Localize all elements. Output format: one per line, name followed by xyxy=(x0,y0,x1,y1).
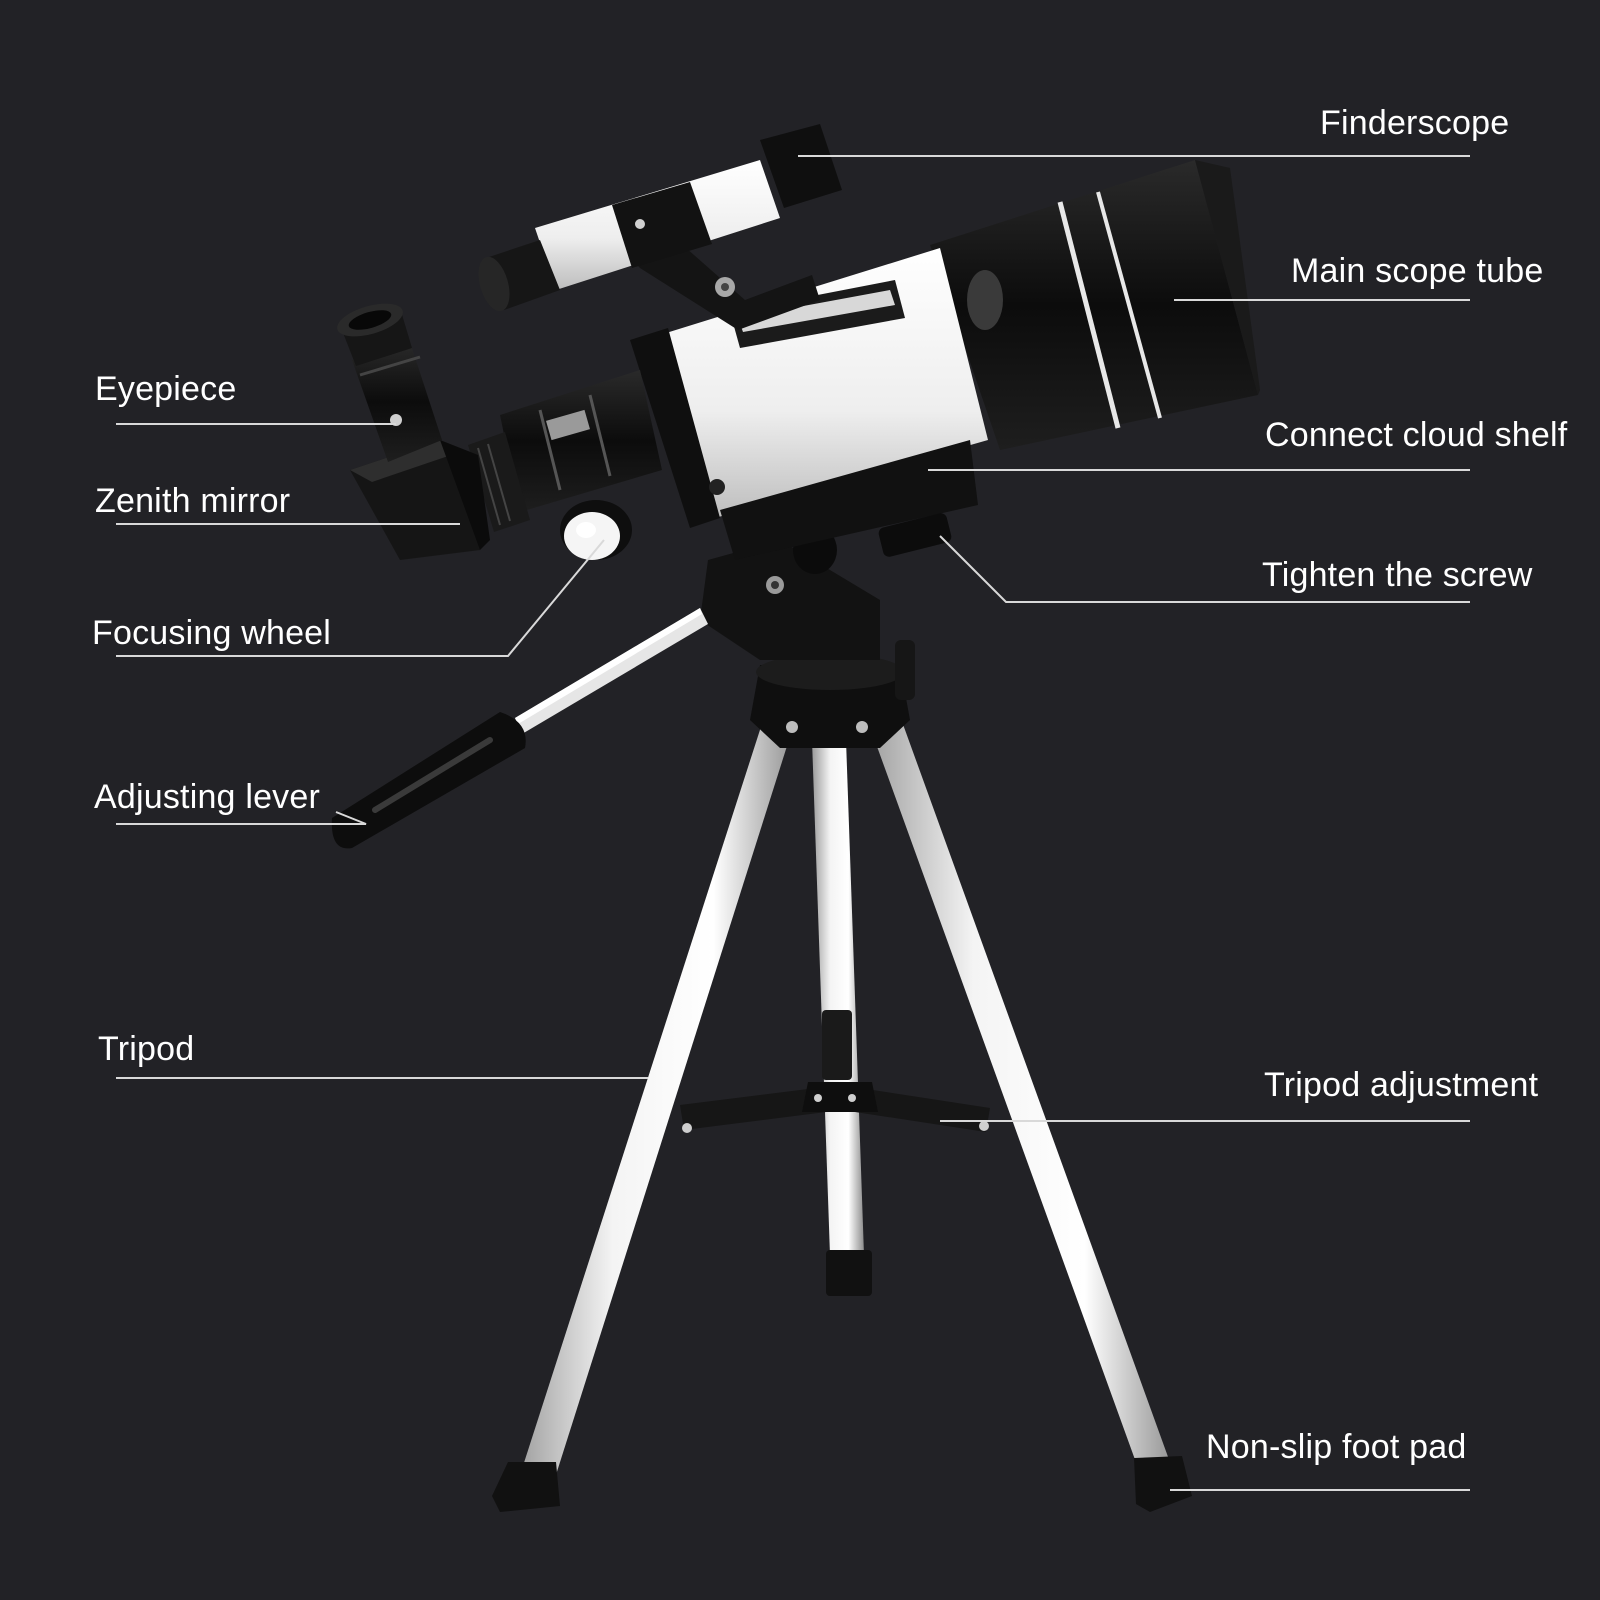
adjusting-lever xyxy=(331,608,708,849)
focusing-wheel-leader xyxy=(116,539,605,657)
tripod-head xyxy=(700,526,915,748)
focuser xyxy=(468,370,662,560)
tripod-back-leg xyxy=(812,740,864,1255)
zenith-mirror-body xyxy=(350,440,490,560)
adjusting-lever-leader xyxy=(116,811,367,825)
label-tripod: Tripod xyxy=(98,1030,195,1068)
tighten-the-screw-leader xyxy=(939,535,1470,603)
tripod-left-leg xyxy=(512,705,800,1500)
tripod-legs xyxy=(512,705,1180,1500)
label-main-scope-tube: Main scope tube xyxy=(1291,252,1544,290)
label-tighten-the-screw: Tighten the screw xyxy=(1262,556,1533,594)
tripod-right-leg xyxy=(862,705,1180,1490)
label-non-slip-foot-pad: Non-slip foot pad xyxy=(1206,1428,1467,1466)
finderscope-body xyxy=(478,124,842,330)
label-zenith-mirror: Zenith mirror xyxy=(95,482,291,520)
main-tube-front xyxy=(930,160,1258,450)
main-scope xyxy=(630,160,1260,560)
label-focusing-wheel: Focusing wheel xyxy=(92,614,332,652)
leader-lines xyxy=(116,155,1470,1491)
label-tripod-adjustment: Tripod adjustment xyxy=(1264,1066,1539,1104)
label-eyepiece: Eyepiece xyxy=(95,370,237,408)
left-foot-pad xyxy=(492,1462,560,1512)
right-foot-pad xyxy=(1134,1456,1192,1512)
eyepiece-body xyxy=(337,303,442,462)
label-finderscope: Finderscope xyxy=(1320,104,1510,142)
tripod-feet xyxy=(492,1456,1192,1512)
label-adjusting-lever: Adjusting lever xyxy=(94,778,321,816)
back-leg-foot xyxy=(826,1250,872,1296)
label-connect-cloud-shelf: Connect cloud shelf xyxy=(1265,416,1568,454)
tripod-spreader xyxy=(680,1010,990,1133)
